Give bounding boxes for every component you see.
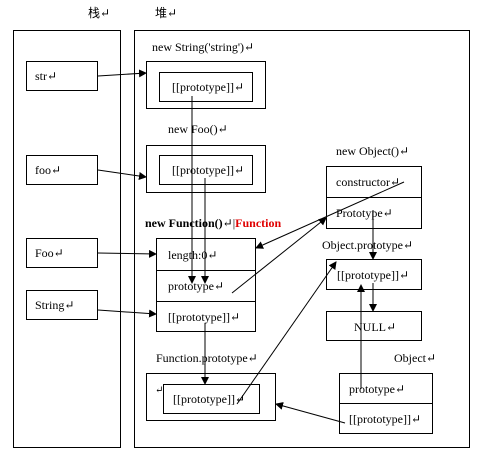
new-object-constructor-slot: constructor↵ [326, 166, 422, 198]
stack-item-String-label: String↵ [35, 298, 75, 312]
new-function-proto-label: [[prototype]]↵ [168, 310, 241, 324]
new-object-title: new Object()↵ [336, 144, 410, 158]
new-function-title: new Function()↵|Function [145, 216, 281, 230]
new-object-prototype-slot: Prototype↵ [326, 197, 422, 229]
object-proto-label: [[prototype]]↵ [349, 412, 422, 426]
function-prototype-mark: ↵ [155, 385, 164, 396]
null-label: NULL↵ [354, 320, 397, 334]
new-foo-proto-label: [[prototype]]↵ [172, 163, 245, 177]
arrow-str-to-new-string [97, 69, 147, 78]
arrow-constructor-to-new-function [255, 181, 405, 249]
new-string-proto-slot: [[prototype]]↵ [159, 72, 253, 102]
new-object-constructor-label: constructor↵ [336, 175, 401, 189]
stack-item-Foo-label: Foo↵ [35, 246, 64, 260]
null-box: NULL↵ [326, 311, 422, 341]
object-proto-slot: [[prototype]]↵ [339, 403, 433, 434]
new-string-title: new String('string')↵ [152, 40, 255, 54]
stack-header: 栈↵ [88, 6, 111, 20]
arrow-Foo-to-new-function [97, 249, 157, 258]
stack-item-str: str↵ [26, 61, 98, 91]
function-prototype-title: Function.prototype↵ [156, 351, 258, 365]
new-foo-proto-slot: [[prototype]]↵ [159, 155, 253, 185]
object-title: Object↵ [394, 351, 437, 365]
object-prototype-title: Object.prototype↵ [322, 238, 414, 252]
new-foo-title: new Foo()↵ [168, 122, 228, 136]
function-prototype-proto-slot: [[prototype]]↵ [163, 384, 260, 414]
arrow-function-prototype-to-object-prototype [236, 261, 337, 405]
new-function-title-black: new Function() [145, 216, 223, 230]
new-object-prototype-label: Prototype↵ [336, 206, 393, 220]
arrow-object-proto-to-function-prototype [275, 402, 346, 424]
arrow-String-to-new-function [97, 309, 157, 318]
object-prototype-label: prototype↵ [349, 382, 406, 396]
arrow-foo-to-new-foo [97, 169, 147, 180]
stack-item-foo: foo↵ [26, 155, 98, 185]
function-prototype-proto-label: [[prototype]]↵ [173, 392, 246, 406]
arrow-prototype-to-new-object [231, 217, 327, 294]
object-prototype-slot: prototype↵ [339, 373, 433, 404]
stack-item-String: String↵ [26, 290, 98, 320]
new-string-proto-label: [[prototype]]↵ [172, 80, 245, 94]
stack-item-str-label: str↵ [35, 69, 58, 83]
new-function-prototype-slot: prototype↵ [156, 270, 256, 302]
new-function-title-red: Function [235, 216, 282, 230]
stack-item-Foo: Foo↵ [26, 238, 98, 268]
object-prototype-proto-slot: [[prototype]]↵ [326, 259, 422, 290]
object-prototype-proto-label: [[prototype]]↵ [337, 268, 410, 282]
stack-item-foo-label: foo↵ [35, 163, 62, 177]
new-function-title-sep: ↵| [222, 216, 236, 230]
heap-header: 堆↵ [155, 6, 178, 20]
new-function-prototype-label: prototype↵ [168, 279, 225, 293]
